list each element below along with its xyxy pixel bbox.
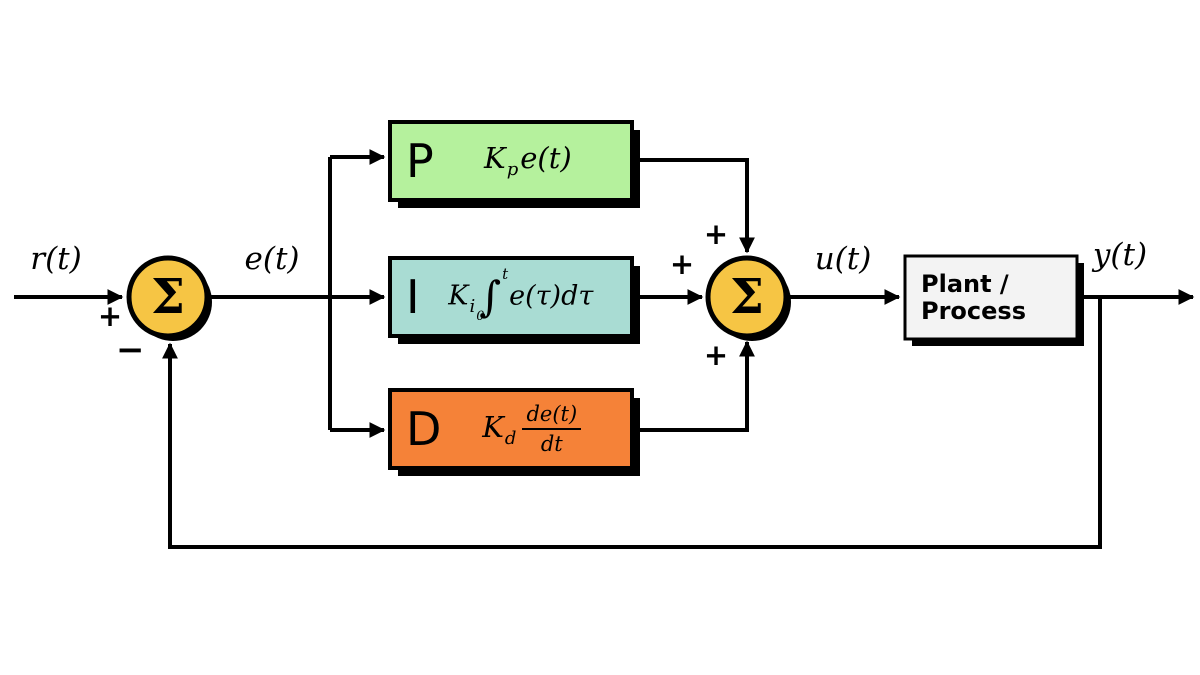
sum2-plus-sign-d: + — [703, 338, 729, 372]
d-block-letter: D — [406, 402, 442, 456]
wires — [14, 149, 1195, 549]
integral-lower-limit: 0 — [476, 309, 485, 324]
error-signal-label: e(t) — [244, 241, 300, 277]
control-signal-label: u(t) — [814, 241, 872, 277]
wire-d-out — [634, 340, 755, 432]
p-gain: K — [484, 140, 506, 175]
plant-block-content: Plant / Process — [905, 256, 1077, 339]
p-block-letter: P — [406, 134, 434, 188]
output-signal-label: y(t) — [1092, 237, 1148, 273]
d-gain: K — [482, 410, 504, 444]
p-gain-subscript: p — [506, 158, 519, 180]
p-expression: e(t) — [520, 140, 572, 175]
i-expression: e(τ)dτ — [509, 280, 594, 312]
integral-symbol: t∫0 — [476, 267, 508, 324]
i-block — [388, 256, 634, 338]
plant-label-line2: Process — [921, 296, 1026, 325]
sum2-plus-sign-p: + — [703, 217, 729, 251]
derivative-fraction: de(t)dt — [522, 402, 582, 456]
plant-label-line1: Plant / — [921, 270, 1009, 299]
sum1-sigma-symbol: Σ — [151, 269, 185, 325]
sum2-plus-sign-i: + — [669, 247, 695, 281]
input-signal-label: r(t) — [30, 241, 82, 277]
fraction-numerator: de(t) — [522, 402, 582, 430]
p-block — [388, 120, 634, 202]
fraction-denominator: dt — [540, 432, 563, 456]
integral-upper-limit: t — [502, 265, 509, 283]
sum1-junction — [126, 255, 210, 339]
sum2-junction — [705, 255, 789, 339]
wire-feedback — [162, 297, 1102, 549]
sum1-minus-sign: − — [116, 330, 145, 370]
sum1-plus-sign: + — [97, 299, 123, 333]
sum2-sigma-symbol: Σ — [730, 269, 764, 325]
p-block-content: P Kpe(t) — [390, 122, 632, 200]
wire-p-out — [634, 158, 755, 254]
i-gain-subscript: i — [469, 295, 476, 317]
plant-block — [903, 254, 1079, 341]
i-gain: K — [448, 280, 469, 312]
p-block-formula: Kpe(t) — [434, 140, 622, 180]
d-block — [388, 388, 634, 470]
integral-sign: ∫ — [479, 272, 502, 321]
i-block-letter: I — [406, 270, 420, 324]
d-gain-subscript: d — [504, 428, 517, 449]
